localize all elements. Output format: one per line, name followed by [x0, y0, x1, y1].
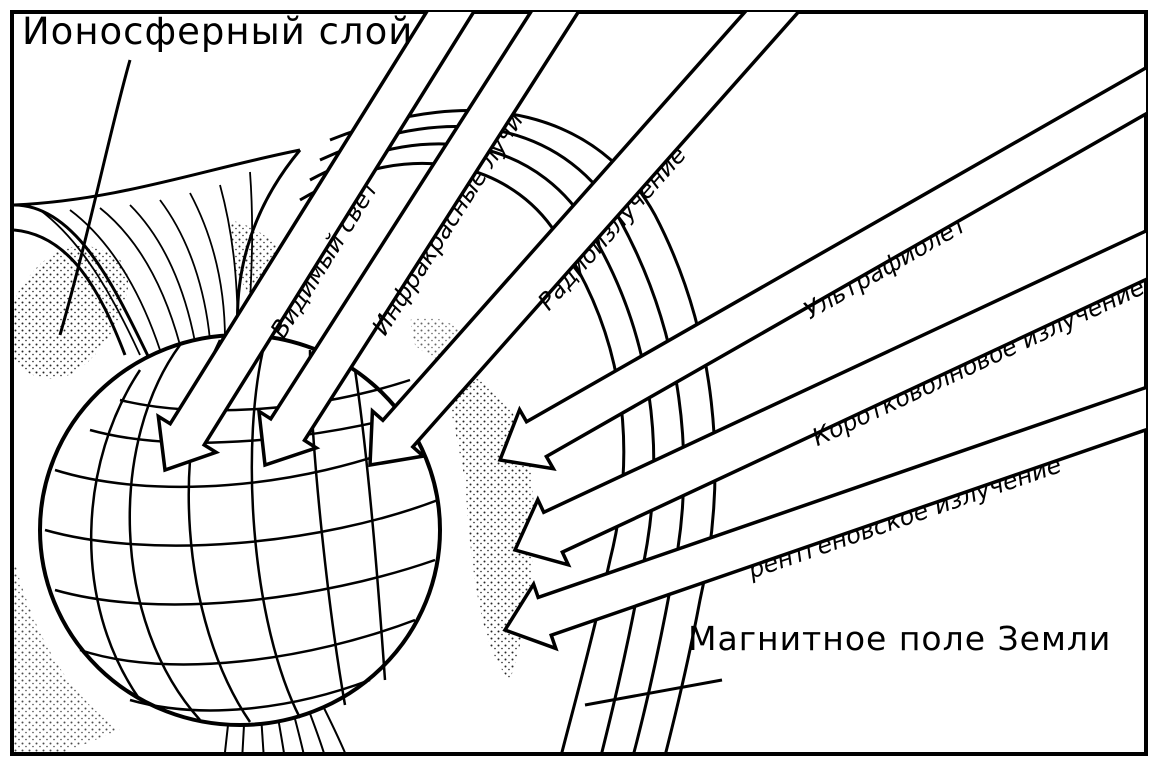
- beam-visible: [156, 12, 476, 473]
- beam-ultraviolet: [497, 65, 1146, 471]
- beam-xray: [502, 385, 1146, 652]
- beam-shortwave: [512, 229, 1146, 568]
- ionosphere-pointer-line: [58, 59, 132, 336]
- earth-globe: [38, 333, 442, 727]
- ionosphere-funnel: [13, 148, 302, 361]
- beam-infrared: [256, 12, 581, 468]
- ionosphere-label: Ионосферный слой: [22, 10, 413, 53]
- beam-radio: [368, 12, 801, 468]
- magnetic-field-label: Магнитное поле Земли: [688, 619, 1111, 658]
- magnetic-field-pointer-line: [584, 678, 723, 707]
